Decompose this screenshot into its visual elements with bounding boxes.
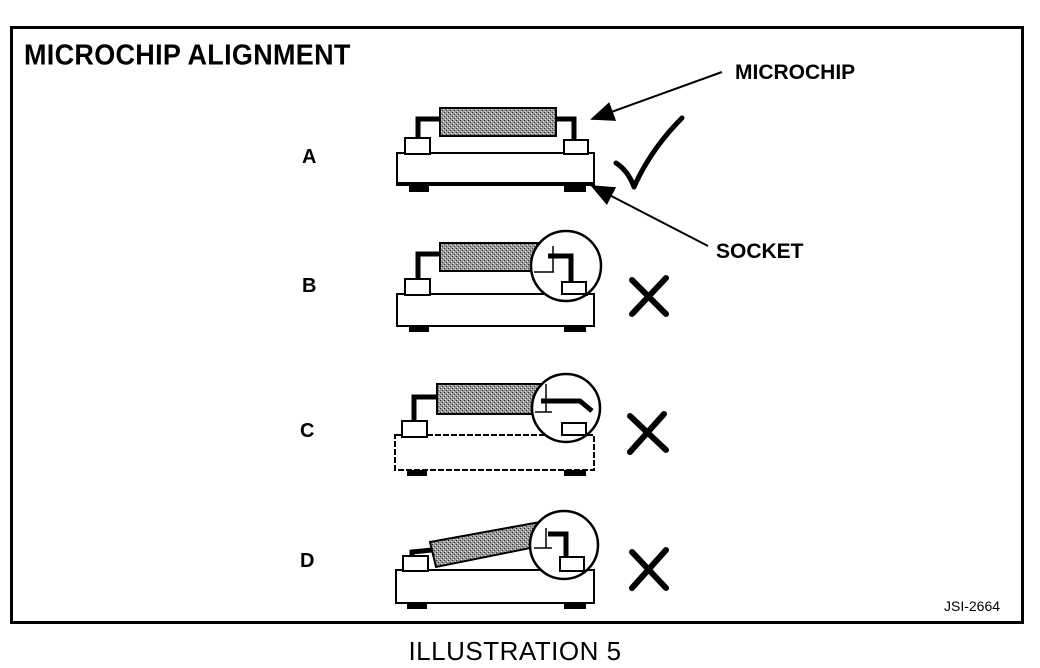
checkmark-icon <box>613 115 685 190</box>
microchip-d <box>409 520 547 569</box>
detail-magnifier-d <box>528 509 600 581</box>
diagram-frame <box>10 26 1024 624</box>
x-mark-icon <box>629 547 669 591</box>
microchip-c <box>411 383 542 421</box>
illustration-caption: ILLUSTRATION 5 <box>408 636 622 666</box>
row-label-c: C <box>300 420 315 442</box>
row-label-a: A <box>302 146 317 168</box>
socket-a <box>396 137 595 192</box>
microchip-callout-arrow <box>590 71 723 121</box>
detail-magnifier-c <box>530 372 602 444</box>
row-a-illustration <box>396 107 595 192</box>
row-d-illustration <box>395 509 669 609</box>
socket-callout-arrow <box>590 185 709 247</box>
x-mark-icon <box>627 411 669 455</box>
socket-callout-label: SOCKET <box>716 240 804 263</box>
diagram-title: MICROCHIP ALIGNMENT <box>24 39 351 71</box>
row-label-d: D <box>300 550 315 572</box>
x-mark-icon <box>629 275 669 317</box>
microchip-callout-label: MICROCHIP <box>735 61 856 84</box>
microchip-b <box>415 242 543 279</box>
microchip-a <box>415 107 577 140</box>
reference-code: JSI-2664 <box>944 598 1001 614</box>
row-label-b: B <box>302 275 317 297</box>
row-c-illustration <box>394 372 669 476</box>
detail-magnifier-b <box>529 229 603 303</box>
row-b-illustration <box>396 229 669 332</box>
